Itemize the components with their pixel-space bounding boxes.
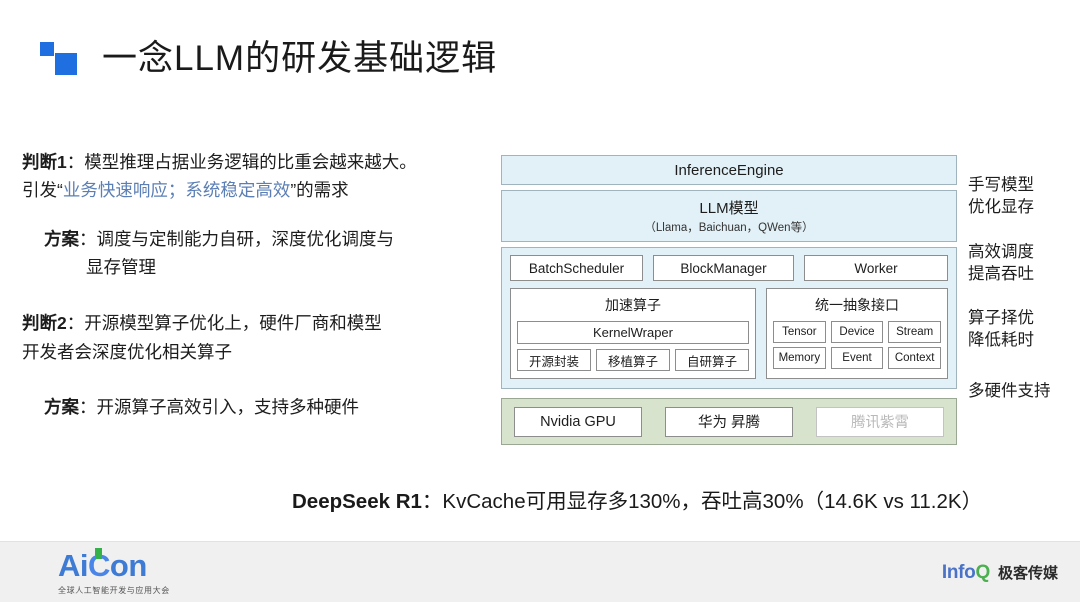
llm-model-subtitle: （Llama，Baichuan，QWen等）: [644, 222, 814, 234]
unified-api-box: 统一抽象接口 Tensor Device Stream Memory Event…: [766, 288, 948, 379]
infoq-q-text: Q: [975, 562, 991, 583]
llm-model-title: LLM模型: [699, 200, 759, 217]
api-chip-stream: Stream: [888, 321, 942, 343]
judgement-1-colon: ：: [66, 152, 85, 172]
core-band: BatchScheduler BlockManager Worker 加速算子 …: [501, 247, 957, 389]
hardware-chip-nvidia: Nvidia GPU: [514, 406, 642, 437]
judgement-1-line2-prefix: 引发: [22, 180, 57, 201]
unified-api-title: 统一抽象接口: [815, 297, 899, 313]
quote-close: ”: [290, 180, 297, 201]
page-title: 一念LLM的研发基础逻辑: [102, 38, 498, 78]
api-chip-event: Event: [830, 347, 884, 369]
aicon-green-accent-icon: [95, 548, 102, 559]
block-manager-chip: BlockManager: [653, 255, 794, 281]
core-bottom-row: 加速算子 KernelWraper 开源封装 移植算子 自研算子 统一抽象接口 …: [510, 288, 948, 379]
judgement-2-block: 判断2：开源模型算子优化上，硬件厂商和模型 开发者会深度优化相关算子: [22, 309, 482, 366]
solution-1-block: 方案：调度与定制能力自研，深度优化调度与 显存管理: [22, 225, 482, 282]
annotation-multi-hardware: 多硬件支持: [968, 380, 1080, 402]
unified-api-grid: Tensor Device Stream Memory Event Contex…: [773, 321, 942, 369]
left-text-column: 判断1：模型推理占据业务逻辑的比重会越来越大。 引发“业务快速响应；系统稳定高效…: [22, 148, 482, 421]
judgement-1-block: 判断1：模型推理占据业务逻辑的比重会越来越大。 引发“业务快速响应；系统稳定高效…: [22, 148, 482, 205]
judgement-1-lead: 判断1: [22, 152, 67, 172]
judgement-1-highlight: 业务快速响应；系统稳定高效: [62, 180, 291, 201]
inference-engine-band: InferenceEngine: [501, 155, 957, 185]
api-chip-memory: Memory: [773, 347, 826, 369]
annotation-1-line1: 手写模型: [968, 176, 1034, 194]
annotation-operator-selection: 算子择优 降低耗时: [968, 307, 1080, 352]
title-row: 一念LLM的研发基础逻辑: [38, 38, 497, 78]
accel-operator-box: 加速算子 KernelWraper 开源封装 移植算子 自研算子: [510, 288, 756, 379]
footer: AiCon 全球人工智能开发与应用大会 InfoQ 极客传媒: [0, 541, 1080, 602]
judgement-2-line1: 开源模型算子优化上，硬件厂商和模型: [84, 313, 382, 334]
op-chip-ported: 移植算子: [596, 349, 670, 371]
accel-operator-row: 开源封装 移植算子 自研算子: [517, 349, 749, 371]
solution-2-colon: ：: [79, 397, 97, 418]
unified-api-row-1: Tensor Device Stream: [773, 321, 942, 343]
api-chip-tensor: Tensor: [773, 321, 826, 343]
infoq-logo: InfoQ 极客传媒: [942, 562, 1058, 584]
deepseek-detail: ：KvCache可用显存多130%，吞吐高30%（14.6K vs 11.2K）: [421, 490, 983, 513]
annotation-4-line1: 多硬件支持: [968, 381, 1051, 400]
annotation-column: 手写模型 优化显存 高效调度 提高吞吐 算子择优 降低耗时 多硬件支持: [968, 174, 1080, 402]
logo-mark: [38, 38, 80, 78]
hardware-chip-huawei-ascend: 华为 昇腾: [665, 406, 793, 437]
architecture-diagram: InferenceEngine LLM模型 （Llama，Baichuan，QW…: [501, 155, 957, 445]
square-icon-small: [40, 42, 54, 56]
api-chip-context: Context: [888, 347, 942, 369]
aicon-letter-n: n: [128, 548, 147, 583]
inference-engine-label: InferenceEngine: [674, 161, 784, 179]
aicon-wordmark: AiCon: [58, 548, 170, 583]
infoq-brand-text: 极客传媒: [997, 565, 1058, 582]
deepseek-label: DeepSeek R1: [292, 490, 422, 513]
annotation-2-line2: 提高吞吐: [968, 264, 1034, 283]
solution-2-lead: 方案: [44, 397, 79, 418]
annotation-3-line2: 降低耗时: [968, 331, 1034, 350]
annotation-efficient-scheduling: 高效调度 提高吞吐: [968, 241, 1080, 286]
op-chip-inhouse: 自研算子: [675, 349, 749, 371]
solution-1-colon: ：: [79, 228, 97, 249]
hardware-chip-tencent-zixiao: 腾讯紫霄: [816, 406, 944, 437]
infoq-info-text: Info: [941, 562, 976, 583]
solution-1-line1: 调度与定制能力自研，深度优化调度与: [96, 228, 395, 249]
aicon-letter-a: A: [58, 548, 80, 583]
judgement-1-line1: 模型推理占据业务逻辑的比重会越来越大。: [84, 152, 417, 172]
aicon-letter-o: o: [109, 548, 129, 583]
quote-open: “: [57, 180, 63, 201]
judgement-2-lead: 判断2: [22, 313, 67, 334]
solution-2-line1: 开源算子高效引入，支持多种硬件: [96, 397, 360, 418]
infoq-wordmark: InfoQ: [942, 562, 990, 584]
aicon-letter-i: i: [79, 548, 89, 583]
annotation-2-line1: 高效调度: [968, 242, 1034, 261]
deepseek-result-line: DeepSeek R1：KvCache可用显存多130%，吞吐高30%（14.6…: [292, 484, 982, 514]
op-chip-open-source: 开源封装: [517, 349, 591, 371]
core-top-row: BatchScheduler BlockManager Worker: [510, 255, 948, 281]
judgement-2-colon: ：: [66, 313, 85, 334]
aicon-logo: AiCon 全球人工智能开发与应用大会: [58, 548, 170, 596]
judgement-2-line2: 开发者会深度优化相关算子: [22, 341, 232, 362]
square-icon-large: [55, 53, 77, 75]
annotation-1-line2: 优化显存: [968, 198, 1034, 217]
solution-1-lead: 方案: [44, 228, 79, 249]
annotation-handwritten-model: 手写模型 优化显存: [968, 174, 1080, 219]
worker-chip: Worker: [804, 255, 948, 281]
accel-operator-title: 加速算子: [605, 297, 661, 313]
unified-api-row-2: Memory Event Context: [773, 347, 942, 369]
llm-model-band: LLM模型 （Llama，Baichuan，QWen等）: [501, 190, 957, 242]
api-chip-device: Device: [830, 321, 884, 343]
solution-2-block: 方案：开源算子高效引入，支持多种硬件: [22, 393, 482, 421]
annotation-3-line1: 算子择优: [968, 309, 1034, 328]
solution-1-line2: 显存管理: [86, 257, 156, 278]
hardware-band: Nvidia GPU 华为 昇腾 腾讯紫霄: [501, 398, 957, 445]
kernel-wraper-chip: KernelWraper: [517, 321, 749, 344]
aicon-letter-c: C: [88, 548, 110, 583]
judgement-1-line2-suffix: 的需求: [296, 180, 349, 201]
batch-scheduler-chip: BatchScheduler: [510, 255, 643, 281]
aicon-subtitle: 全球人工智能开发与应用大会: [58, 586, 170, 595]
